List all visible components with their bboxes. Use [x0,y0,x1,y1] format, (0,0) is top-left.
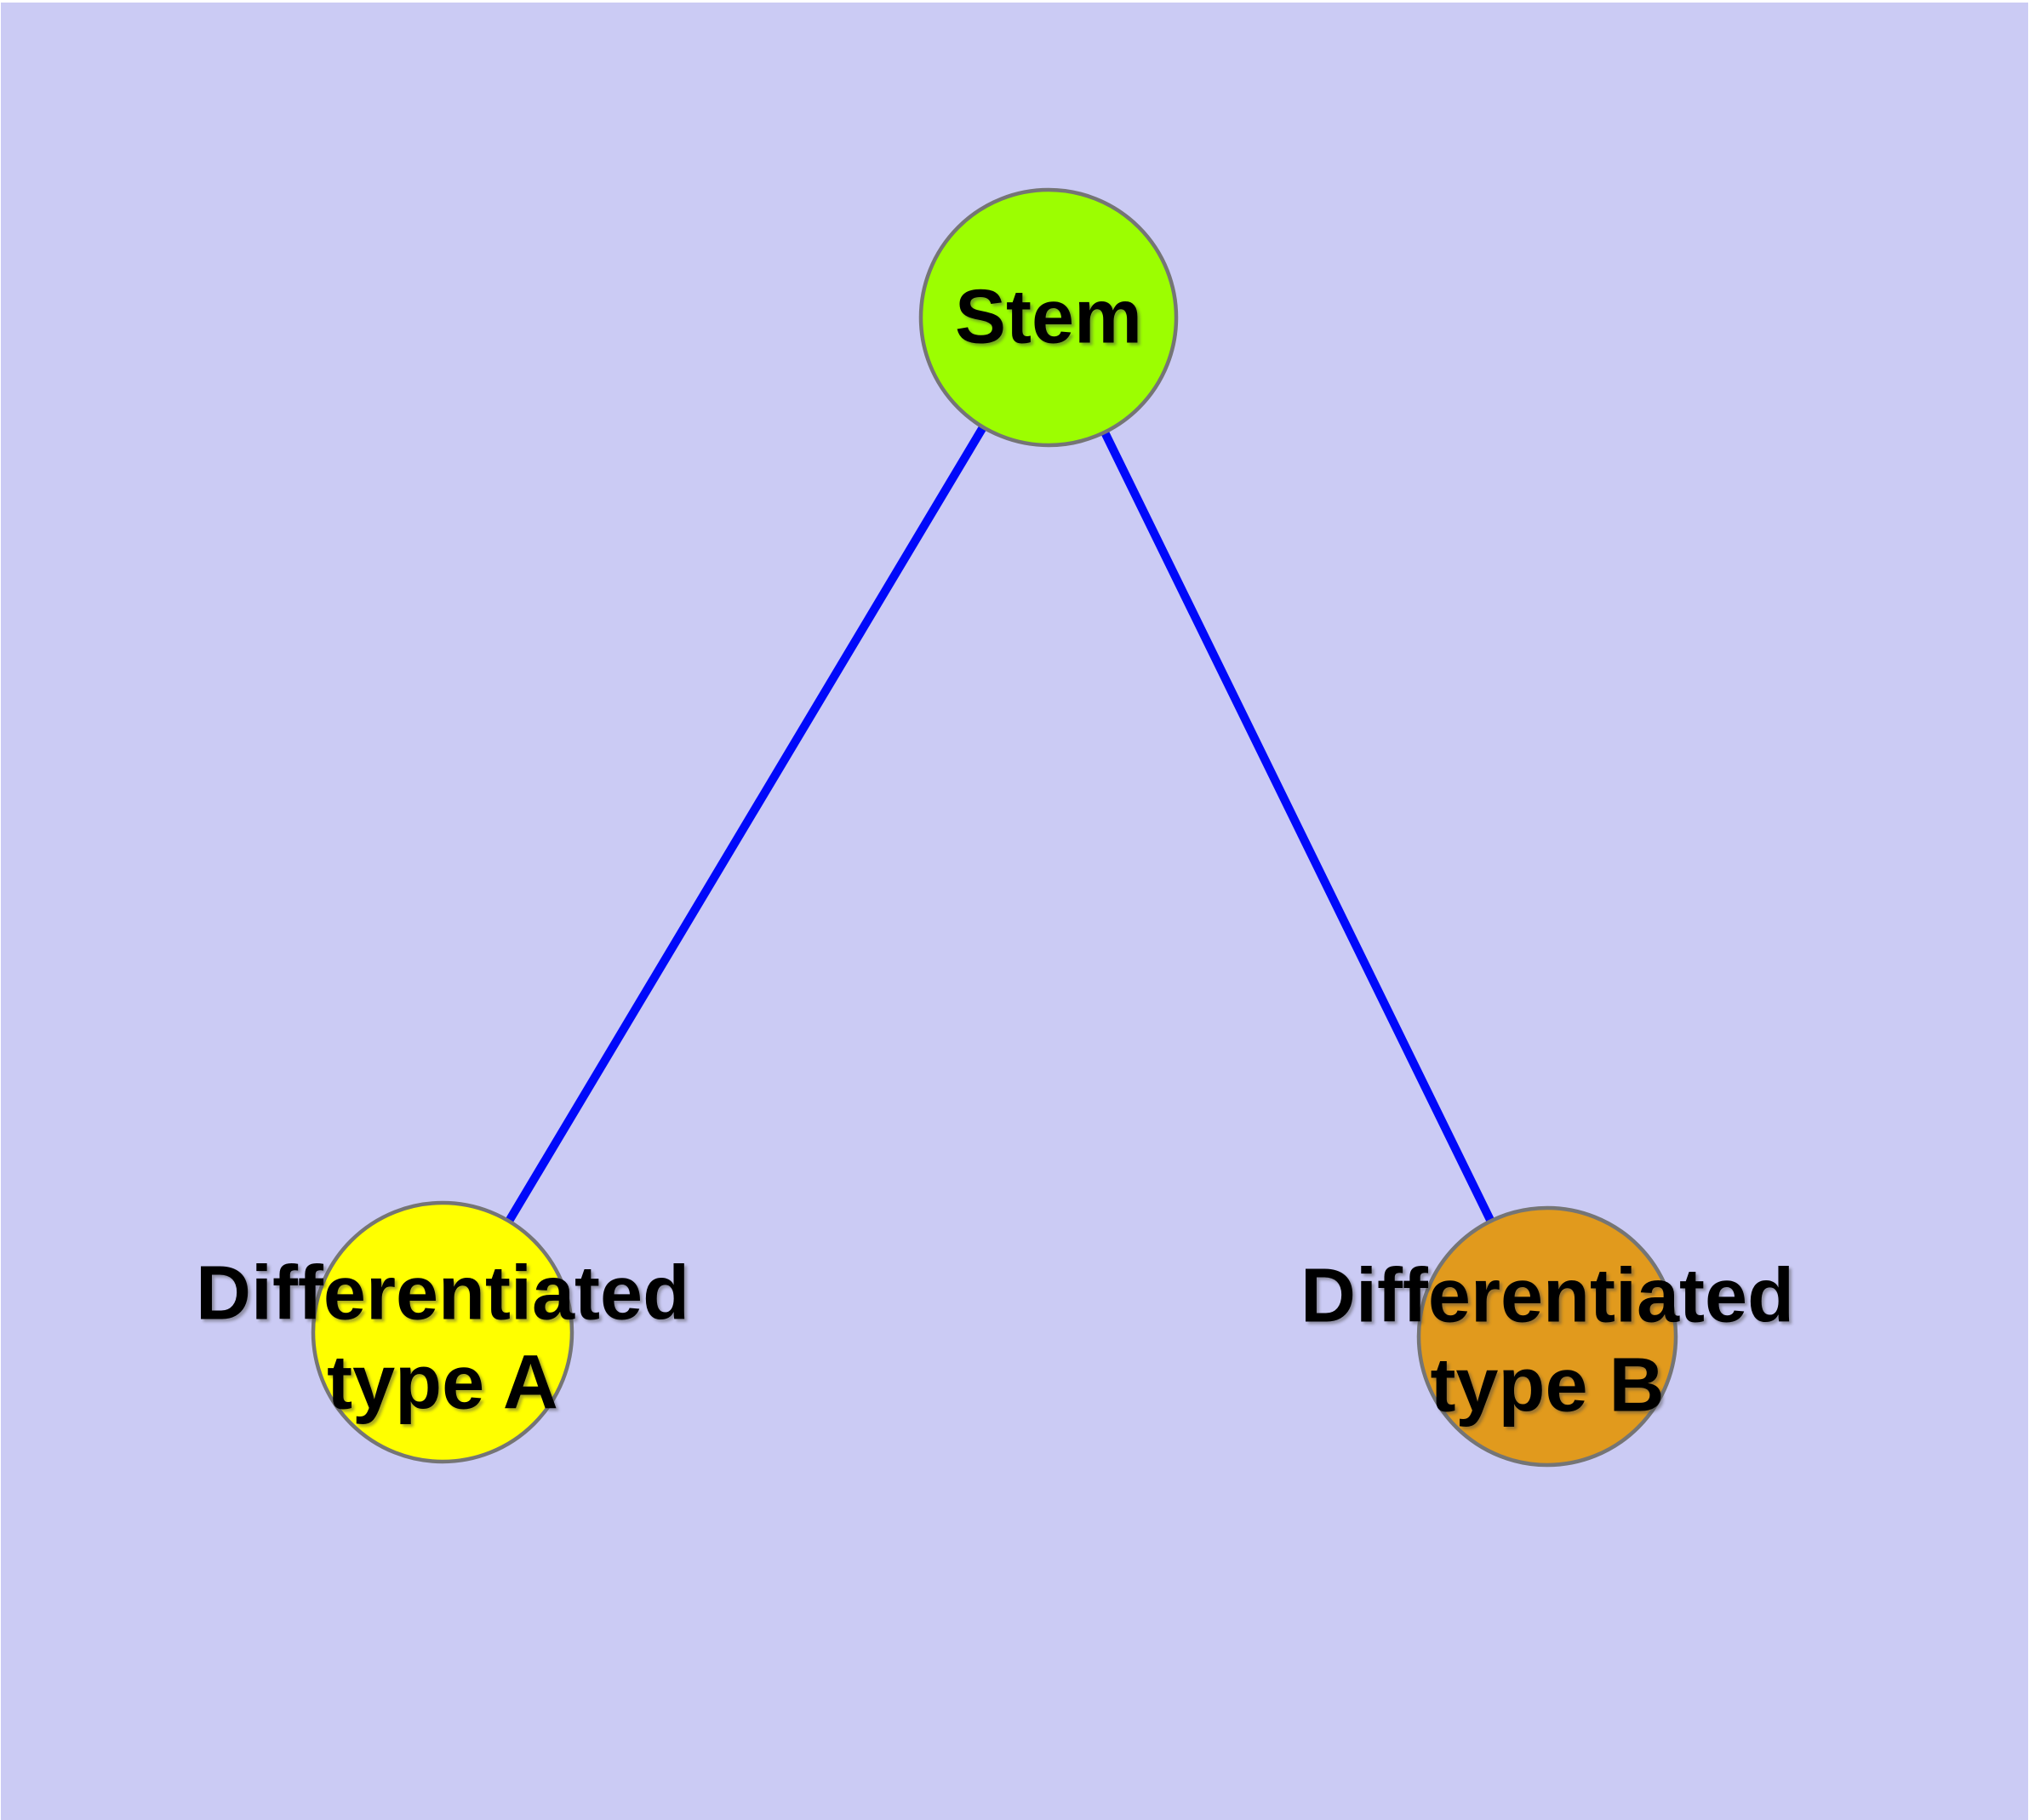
node-differentiated-type-a-circle [311,1200,574,1464]
edge-stem-to-type-a [438,315,1053,1335]
edge-stem-to-type-b [1044,315,1552,1339]
node-stem-circle [918,187,1179,448]
node-differentiated-type-b-circle [1416,1205,1678,1468]
